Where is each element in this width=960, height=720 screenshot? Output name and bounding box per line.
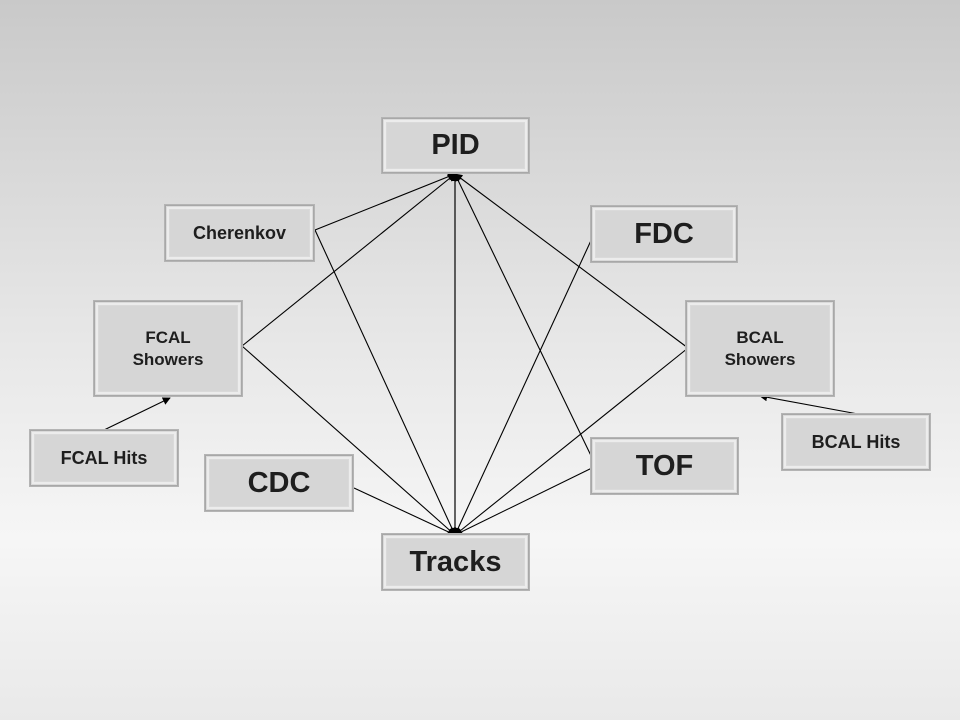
- node-cherenkov-label: Cherenkov: [192, 222, 287, 243]
- node-tof[interactable]: TOF: [591, 438, 738, 494]
- node-fcal-hits[interactable]: FCAL Hits: [30, 430, 178, 486]
- node-tof-label: TOF: [635, 449, 694, 482]
- node-fcal-showers-line1: FCAL: [145, 328, 191, 348]
- node-cdc-label: CDC: [247, 466, 311, 499]
- node-bcal-showers-line1: BCAL: [736, 328, 784, 348]
- edge-fcal_showers-to-tracks: [241, 345, 456, 536]
- edge-fcal_showers-to-pid: [241, 173, 456, 347]
- edge-tof-to-tracks: [454, 465, 597, 536]
- node-pid[interactable]: PID: [382, 118, 529, 173]
- node-cdc[interactable]: CDC: [205, 455, 353, 511]
- edge-fdc-to-tracks: [454, 233, 595, 536]
- node-tracks-label: Tracks: [409, 545, 502, 578]
- node-pid-label: PID: [431, 129, 480, 162]
- edge-bcal_hits-to-bcal_showers: [759, 393, 859, 415]
- node-bcal-showers-line2: Showers: [724, 349, 796, 369]
- node-bcal-showers[interactable]: BCAL Showers: [686, 301, 834, 396]
- edge-bcal_showers-to-pid: [454, 173, 689, 349]
- node-bcal-hits[interactable]: BCAL Hits: [782, 414, 930, 470]
- edge-fcal_hits-to-fcal_showers: [103, 397, 171, 431]
- edge-tof-to-pid: [454, 173, 597, 467]
- node-fcal-showers-line2: Showers: [132, 349, 204, 369]
- edge-cdc-to-tracks: [353, 487, 456, 536]
- node-fcal-showers-text: FCAL Showers: [133, 327, 204, 370]
- node-bcal-showers-text: BCAL Showers: [725, 327, 796, 370]
- edge-cherenkov-to-pid: [314, 172, 456, 231]
- node-cherenkov[interactable]: Cherenkov: [165, 205, 314, 261]
- edge-cherenkov-to-tracks: [314, 229, 456, 536]
- node-tracks[interactable]: Tracks: [382, 534, 529, 590]
- node-fdc-label: FDC: [634, 217, 694, 250]
- node-fdc[interactable]: FDC: [591, 206, 737, 262]
- edge-bcal_showers-to-tracks: [454, 347, 689, 536]
- node-fcal-showers[interactable]: FCAL Showers: [94, 301, 242, 396]
- node-fcal-hits-label: FCAL Hits: [60, 447, 148, 468]
- node-bcal-hits-label: BCAL Hits: [811, 431, 901, 452]
